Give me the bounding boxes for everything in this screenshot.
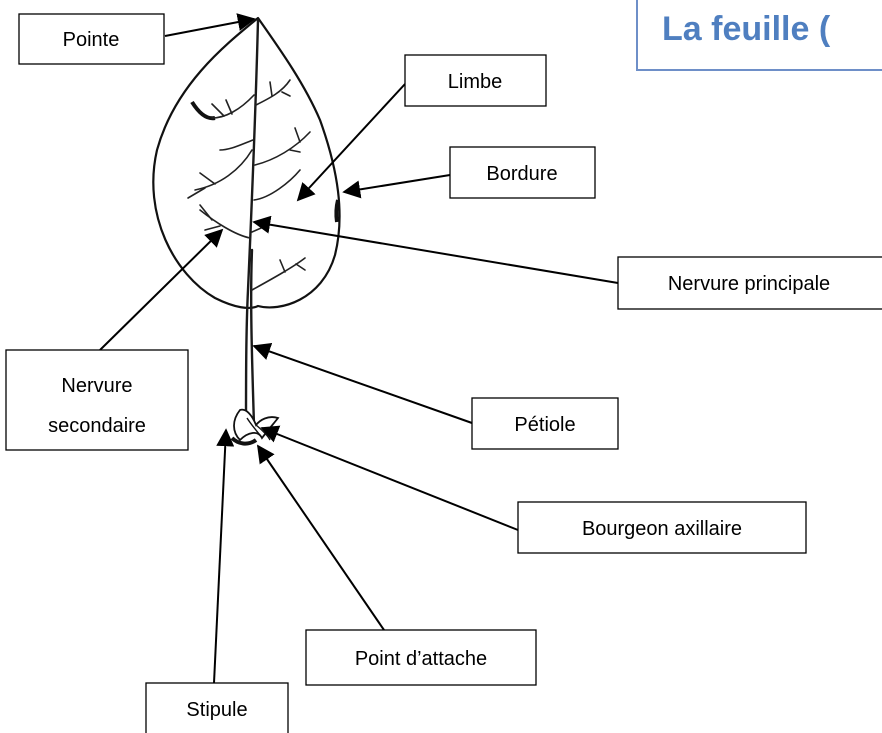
axillary-bud [233, 408, 280, 442]
label-pointe-text: Pointe [63, 29, 120, 51]
label-bordure: Bordure [449, 146, 596, 199]
label-pointe: Pointe [18, 13, 165, 65]
label-limbe: Limbe [404, 54, 547, 107]
label-stipule: Stipule [145, 682, 289, 733]
label-limbe-text: Limbe [448, 71, 502, 93]
label-stipule-text: Stipule [186, 699, 247, 721]
label-bourgeon-axillaire: Bourgeon axillaire [517, 501, 807, 554]
label-bordure-text: Bordure [486, 163, 557, 185]
label-bourgeon-axillaire-text: Bourgeon axillaire [582, 518, 742, 540]
label-nervure-principale-text: Nervure principale [668, 273, 830, 295]
title-box: La feuille ( [636, 0, 882, 71]
leaf-blade-outline [152, 16, 341, 309]
label-nervure-principale: Nervure principale [617, 256, 882, 310]
page-title: La feuille ( [662, 10, 831, 48]
label-nervure-secondaire: Nervure secondaire [5, 349, 189, 451]
label-nervure-secondaire-line2: secondaire [48, 415, 146, 437]
arrows [99, 13, 619, 684]
midrib [244, 18, 260, 432]
label-nervure-secondaire-line1: Nervure [61, 375, 132, 397]
leaf-illustration [152, 16, 341, 446]
label-point-attache-text: Point d’attache [355, 648, 487, 670]
label-point-attache: Point d’attache [305, 629, 537, 686]
stipule-shape [230, 436, 258, 446]
label-petiole-text: Pétiole [514, 414, 575, 436]
label-petiole: Pétiole [471, 397, 619, 450]
